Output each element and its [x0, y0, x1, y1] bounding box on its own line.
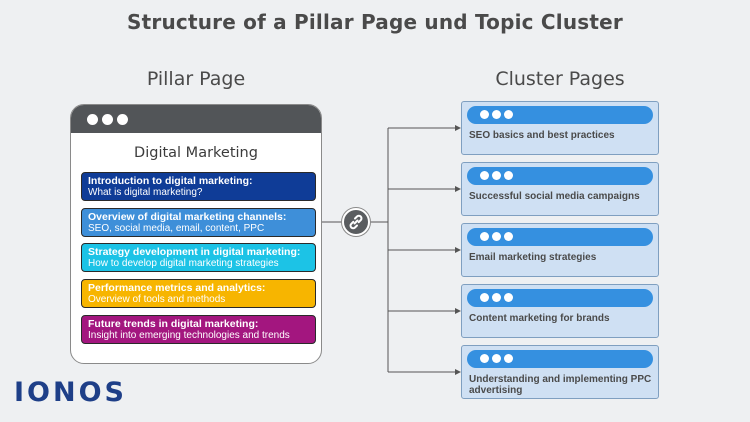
ionos-logo: IONOS: [14, 377, 127, 408]
topic-heading: Overview of digital marketing channels:: [88, 211, 287, 223]
topic-heading: Introduction to digital marketing:: [88, 175, 253, 187]
diagram-title: Structure of a Pillar Page und Topic Clu…: [127, 10, 623, 34]
link-icon: [342, 208, 370, 236]
card-title-bar: [467, 350, 653, 368]
card-dot: [492, 293, 501, 302]
cluster-page-label: SEO basics and best practices: [469, 130, 615, 141]
card-dot: [492, 354, 501, 363]
window-dots: [87, 114, 128, 125]
topic-box-strategy: Strategy development in digital marketin…: [81, 243, 316, 272]
window-dot: [117, 114, 128, 125]
cluster-page-card: Email marketing strategies: [461, 223, 659, 277]
card-title-bar: [467, 167, 653, 185]
card-dot: [504, 232, 513, 241]
topic-subtitle: What is digital marketing?: [88, 187, 203, 198]
cluster-page-card: Successful social media campaigns: [461, 162, 659, 216]
cluster-page-card: Understanding and implementing PPC adver…: [461, 345, 659, 399]
window-dot: [87, 114, 98, 125]
topic-heading: Future trends in digital marketing:: [88, 318, 259, 330]
card-dot: [480, 293, 489, 302]
card-dot: [480, 171, 489, 180]
card-dot: [504, 293, 513, 302]
topic-box-future-trends: Future trends in digital marketing: Insi…: [81, 315, 316, 344]
topic-box-introduction: Introduction to digital marketing: What …: [81, 172, 316, 201]
cluster-page-card: Content marketing for brands: [461, 284, 659, 338]
topic-box-metrics: Performance metrics and analytics: Overv…: [81, 279, 316, 308]
card-title-bar: [467, 228, 653, 246]
card-dot: [480, 354, 489, 363]
pillar-page-title: Digital Marketing: [134, 145, 258, 161]
cluster-page-card: SEO basics and best practices: [461, 101, 659, 155]
window-dot: [102, 114, 113, 125]
card-dot: [504, 354, 513, 363]
topic-heading: Strategy development in digital marketin…: [88, 246, 301, 258]
pillar-page-heading: Pillar Page: [146, 68, 246, 90]
card-dot: [480, 232, 489, 241]
card-title-bar: [467, 289, 653, 307]
cluster-page-label: Successful social media campaigns: [469, 191, 640, 202]
card-dot: [492, 232, 501, 241]
topic-subtitle: Insight into emerging technologies and t…: [88, 330, 290, 341]
card-dot: [492, 171, 501, 180]
cluster-page-label: Understanding and implementing PPC adver…: [469, 374, 652, 396]
topic-subtitle: SEO, social media, email, content, PPC: [88, 223, 265, 234]
card-dot: [504, 171, 513, 180]
card-dot: [504, 110, 513, 119]
card-title-bar: [467, 106, 653, 124]
topic-subtitle: How to develop digital marketing strateg…: [88, 258, 279, 269]
card-dot: [480, 110, 489, 119]
topic-heading: Performance metrics and analytics:: [88, 282, 266, 294]
topic-subtitle: Overview of tools and methods: [88, 294, 226, 305]
cluster-page-label: Email marketing strategies: [469, 252, 597, 263]
window-title-bar: [71, 105, 321, 133]
cluster-pages-heading: Cluster Pages: [495, 68, 625, 90]
card-dot: [492, 110, 501, 119]
topic-box-channels: Overview of digital marketing channels: …: [81, 208, 316, 237]
pillar-page-window: Digital Marketing Introduction to digita…: [70, 104, 322, 364]
cluster-page-label: Content marketing for brands: [469, 313, 610, 324]
